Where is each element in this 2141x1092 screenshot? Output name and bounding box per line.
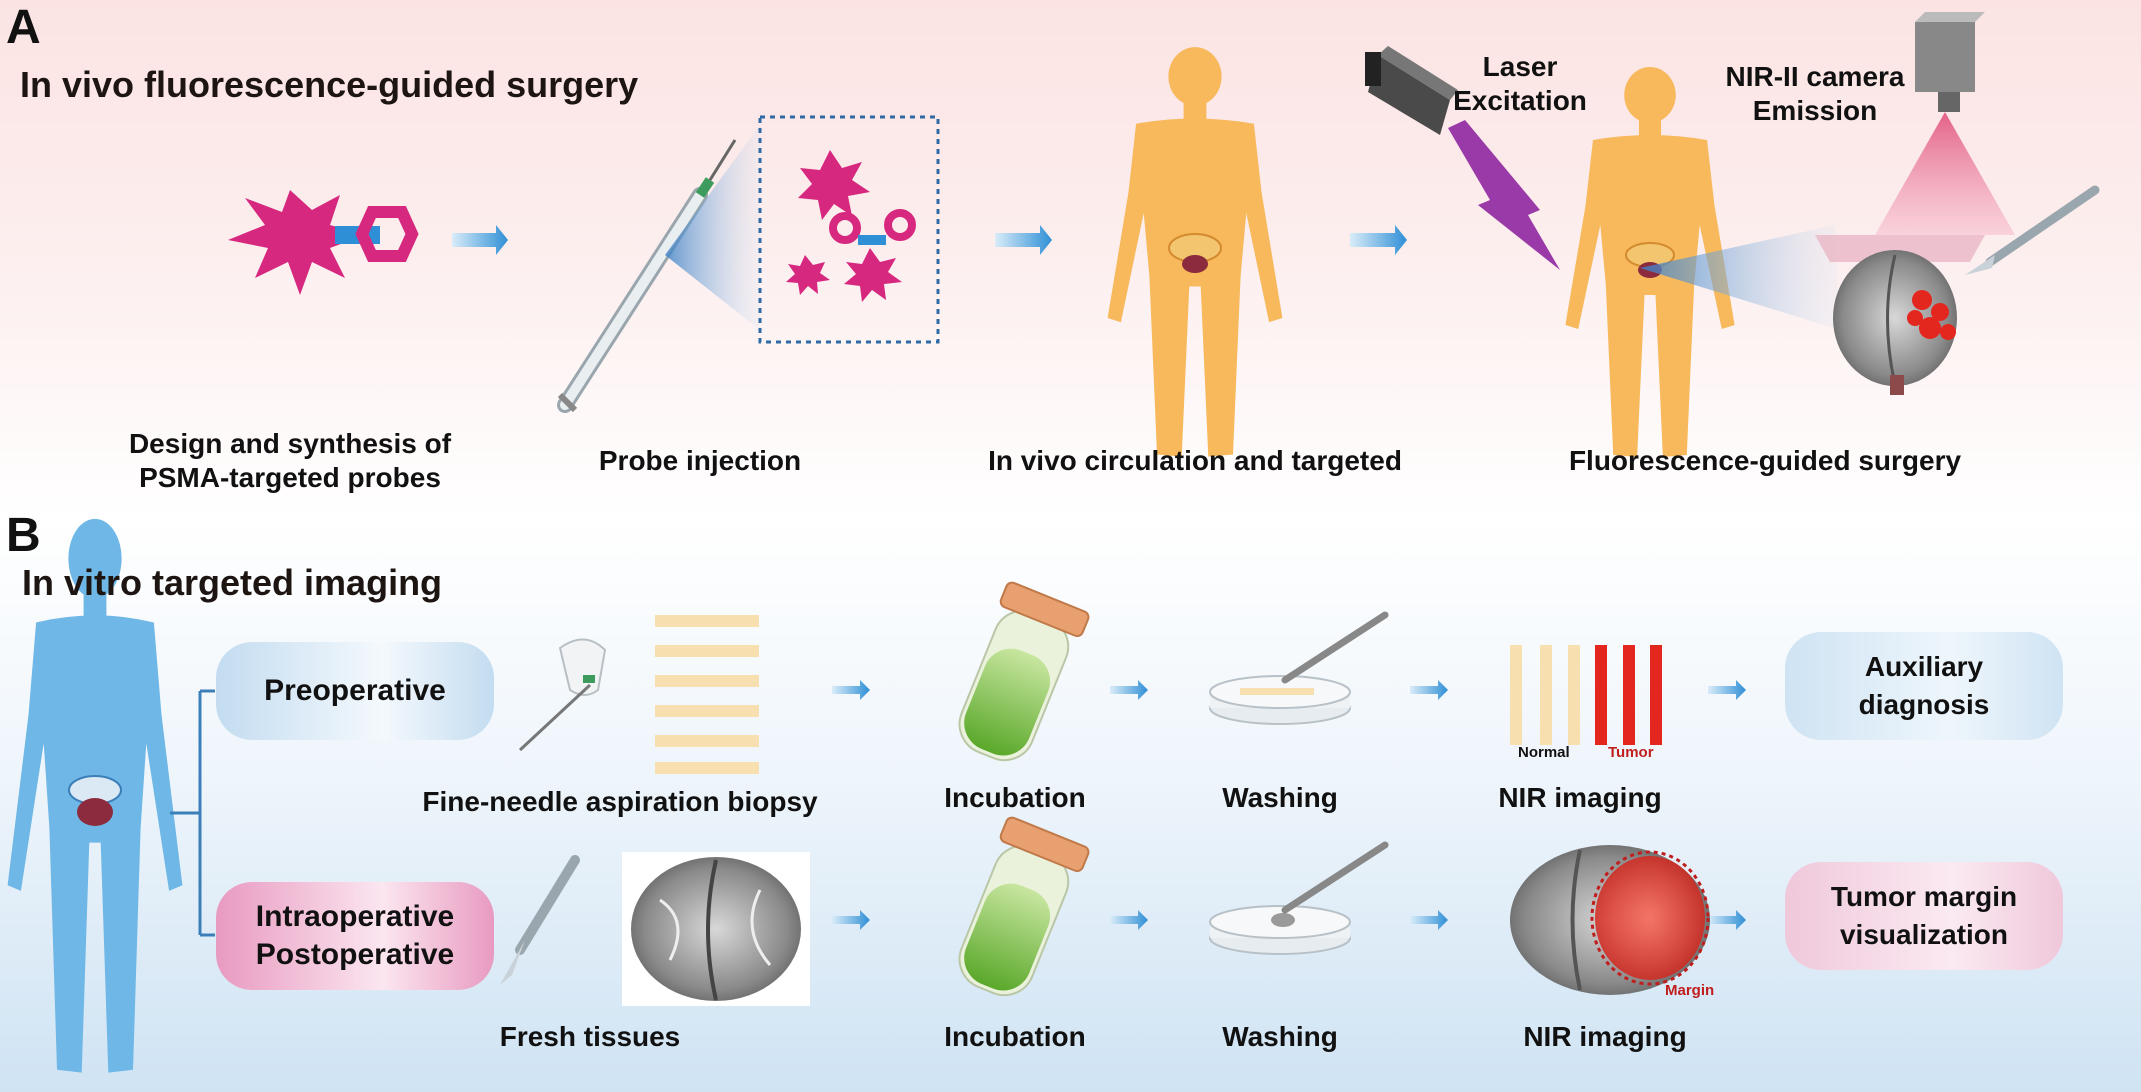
caption-incubation-2: Incubation — [944, 1021, 1086, 1052]
caption-design-line1: Design and synthesis of — [128, 428, 452, 459]
arrow-icon — [1708, 910, 1746, 930]
scalpel-icon — [1965, 185, 2100, 275]
arrow-icon — [1350, 225, 1407, 255]
laser-label-line1: Laser — [1482, 51, 1558, 82]
visualization-label: visualization — [1839, 919, 2009, 950]
panel-a-title: In vivo fluorescence-guided surgery — [20, 64, 639, 105]
arrow-icon — [1410, 680, 1448, 700]
probe-cluster-icon — [786, 150, 916, 302]
caption-tissues: Fresh tissues — [499, 1021, 681, 1052]
scalpel-icon — [500, 855, 580, 985]
caption-design: Design and synthesis of PSMA-targeted pr… — [100, 427, 480, 495]
caption-injection: Probe injection — [598, 445, 802, 476]
syringe-icon — [557, 139, 737, 413]
camera-label-line1: NIR-II camera — [1725, 61, 1905, 92]
emission-cone — [1875, 112, 2015, 235]
preoperative-pill: Preoperative — [216, 642, 494, 740]
auxiliary-diagnosis-pill: Auxiliary diagnosis — [1785, 632, 2063, 740]
normal-label: Normal — [1518, 744, 1570, 761]
arrow-icon — [832, 910, 870, 930]
caption-nir-2: NIR imaging — [1523, 1021, 1687, 1052]
tissue-stripes — [655, 615, 759, 774]
caption-washing-2: Washing — [1222, 1021, 1338, 1052]
arrow-icon — [1708, 680, 1746, 700]
caption-washing-1: Washing — [1222, 782, 1338, 813]
laser-label: Laser Excitation — [1440, 50, 1600, 118]
tumor-margin-pill: Tumor margin visualization — [1785, 862, 2063, 970]
test-tube-icon — [958, 581, 1090, 762]
nir-stripes — [1510, 645, 1662, 745]
diagnosis-label: diagnosis — [1858, 689, 1990, 720]
arrow-icon — [832, 680, 870, 700]
caption-nir-1: NIR imaging — [1498, 782, 1662, 813]
bracket — [170, 689, 215, 937]
petri-dish-icon — [1209, 841, 1389, 955]
arrow-icon — [1410, 910, 1448, 930]
probe-star-icon — [228, 190, 419, 295]
intraoperative-label: Intraoperative — [255, 900, 455, 933]
magnified-view-box — [758, 115, 940, 344]
panel-a-letter: A — [6, 1, 41, 54]
test-tube-icon — [958, 816, 1090, 997]
camera-label: NIR-II camera Emission — [1710, 60, 1920, 128]
laser-device-icon — [1365, 46, 1458, 135]
panel-b-letter: B — [6, 509, 41, 562]
nir-tissue-image — [1510, 845, 1710, 995]
laser-label-line2: Excitation — [1453, 85, 1587, 116]
tumor-label: Tumor — [1608, 744, 1654, 761]
biopsy-needle-icon — [518, 638, 607, 752]
preoperative-label: Preoperative — [264, 674, 446, 707]
postoperative-label: Postoperative — [255, 938, 455, 971]
view-beam — [1640, 225, 1840, 330]
camera-label-line2: Emission — [1752, 95, 1878, 126]
caption-circulation: In vivo circulation and targeted — [988, 445, 1402, 476]
emission-plane — [1815, 235, 1985, 262]
intraoperative-pill: Intraoperative Postoperative — [216, 882, 494, 990]
arrow-icon — [1110, 680, 1148, 700]
petri-dish-icon — [1209, 611, 1389, 725]
caption-surgery: Fluorescence-guided surgery — [1568, 445, 1962, 476]
prostate — [1182, 255, 1208, 273]
caption-incubation-1: Incubation — [944, 782, 1086, 813]
magnify-beam — [665, 125, 760, 330]
tumor-spots — [1907, 290, 1956, 340]
tissue-icon — [1833, 250, 1957, 395]
auxiliary-label: Auxiliary — [1864, 651, 1984, 682]
nir-camera-icon — [1915, 12, 1985, 112]
arrow-icon — [995, 225, 1052, 255]
caption-design-line2: PSMA-targeted probes — [139, 462, 441, 493]
laser-beam — [1448, 120, 1560, 270]
caption-biopsy: Fine-needle aspiration biopsy — [422, 786, 818, 817]
arrow-icon — [452, 225, 508, 255]
prostate — [77, 798, 113, 826]
panel-b-title: In vitro targeted imaging — [22, 562, 443, 603]
margin-label: Margin — [1665, 982, 1715, 999]
arrow-icon — [1110, 910, 1148, 930]
tumor-margin-label: Tumor margin — [1830, 881, 2018, 912]
fresh-tissue-photo — [622, 852, 810, 1006]
